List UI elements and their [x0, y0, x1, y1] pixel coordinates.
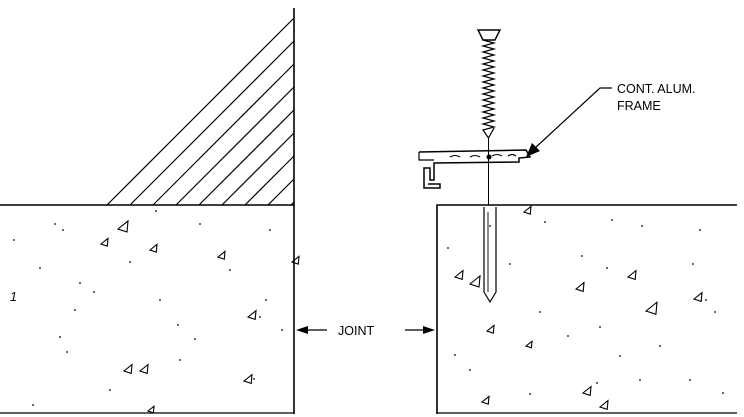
aggregate-dot [606, 267, 608, 269]
aggregate-dot [611, 219, 613, 221]
aggregate-dot [229, 269, 231, 271]
aggregate-stone [598, 399, 609, 411]
aggregate-dot [599, 326, 601, 328]
joint-label: JOINT [338, 324, 374, 338]
arrowhead-icon [526, 143, 540, 157]
aggregate-dot [567, 335, 569, 337]
aggregate-dot [722, 392, 724, 394]
concrete-aggregate [13, 205, 724, 414]
aggregate-dot [39, 267, 41, 269]
aggregate-dot [641, 225, 643, 227]
frame-leader [526, 87, 612, 157]
anchor-hole [483, 207, 497, 304]
aggregate-dot [509, 263, 511, 265]
aggregate-dot [74, 309, 76, 311]
aggregate-stone [485, 324, 495, 334]
aggregate-dot [281, 329, 283, 331]
frame-label-line1: CONT. ALUM. [617, 82, 696, 96]
aggregate-dot [93, 291, 95, 293]
aggregate-dot [447, 247, 449, 249]
aggregate-stone [480, 395, 490, 405]
aggregate-dot [714, 311, 716, 313]
hatch-line [152, 63, 295, 206]
arrowhead-icon [296, 326, 308, 334]
aggregate-dot [179, 359, 181, 361]
aggregate-stone [626, 269, 637, 281]
aggregate-stone [246, 309, 257, 321]
aggregate-stone [216, 250, 226, 260]
hatch-line [129, 40, 295, 206]
frame-label-line2: FRAME [617, 99, 661, 113]
aggregate-stone [524, 339, 533, 349]
aggregate-stone [99, 237, 109, 247]
aggregate-dot [59, 336, 61, 338]
aggregate-stone [242, 373, 253, 385]
aggregate-dot [544, 221, 546, 223]
aluminum-frame [418, 149, 532, 189]
aggregate-dot [639, 379, 641, 381]
hatch-line [198, 109, 295, 206]
aggregate-dot [581, 255, 583, 257]
aggregate-dot [596, 382, 598, 384]
hatch-line [175, 86, 295, 206]
aggregate-dot [259, 316, 261, 318]
aggregate-dot [469, 369, 471, 371]
aggregate-dot [79, 282, 81, 284]
aggregate-stone [146, 404, 155, 414]
aggregate-dot [109, 389, 111, 391]
aggregate-dot [62, 229, 64, 231]
aggregate-dot [689, 379, 691, 381]
aggregate-stone [122, 363, 133, 375]
aggregate-stone [453, 269, 464, 281]
arrowhead-icon [423, 326, 435, 334]
aggregate-stone [692, 291, 703, 303]
hatch-line [244, 155, 295, 206]
joint-dimension [296, 326, 435, 334]
aggregate-stone [581, 385, 592, 397]
aggregate-stone [574, 281, 585, 293]
aggregate-stone [522, 205, 532, 215]
aggregate-stone [116, 219, 129, 233]
hatch-line [221, 132, 295, 206]
aggregate-dot [177, 324, 179, 326]
aggregate-dot [489, 225, 491, 227]
right-slab-outline [436, 204, 737, 414]
stray-mark: 1 [10, 290, 17, 304]
aggregate-dot [539, 311, 541, 313]
aggregate-stone [468, 274, 481, 288]
aggregate-dot [199, 223, 201, 225]
aggregate-dot [699, 229, 701, 231]
aggregate-stone [290, 255, 300, 265]
screw-thread [480, 39, 497, 140]
aggregate-dot [66, 351, 68, 353]
aggregate-dot [529, 393, 531, 395]
aggregate-dot [194, 338, 196, 340]
aggregate-dot [253, 378, 255, 380]
wall-hatching [106, 17, 295, 206]
aggregate-dot [454, 354, 456, 356]
aggregate-stone [138, 363, 149, 375]
aggregate-stone [148, 243, 158, 253]
aggregate-dot [54, 223, 56, 225]
hatch-line [106, 17, 295, 206]
aggregate-dot [159, 299, 161, 301]
aggregate-dot [659, 345, 661, 347]
aggregate-dot [269, 229, 271, 231]
aggregate-dot [129, 261, 131, 263]
aggregate-dot [13, 239, 15, 241]
aggregate-dot [32, 404, 34, 406]
aggregate-stone [644, 300, 658, 316]
aggregate-dot [265, 299, 267, 301]
screw-icon [476, 29, 502, 205]
hatch-line [267, 178, 295, 206]
aggregate-dot [155, 210, 157, 212]
aggregate-dot [619, 355, 621, 357]
aggregate-dot [705, 299, 707, 301]
aggregate-dot [692, 263, 694, 265]
